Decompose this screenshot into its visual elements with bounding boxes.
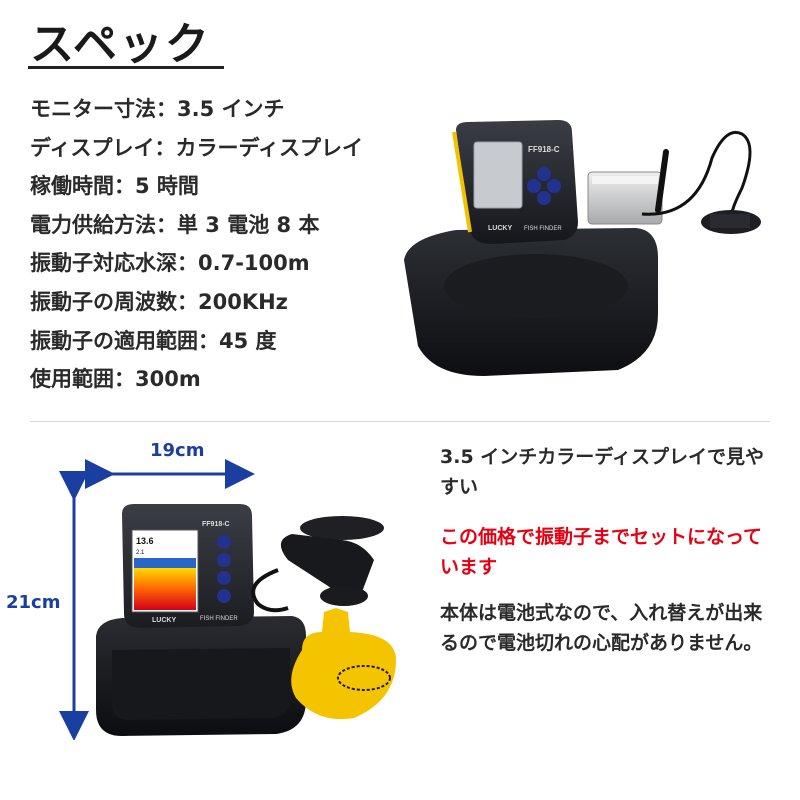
screen (473, 141, 523, 209)
spec-power: 電力供給方法：単 3 電池 8 本 (30, 212, 320, 237)
dimension-height-label: 21cm (6, 592, 61, 613)
description-1: 3.5 インチカラーディスプレイで見やすい (440, 446, 764, 498)
panel-label: FISH FINDER (200, 616, 238, 622)
spec-depth: 振動子対応水深：0.7-100m (30, 251, 310, 276)
description-2: この価格で振動子までセットになっています (440, 526, 763, 578)
page-title: スペック (30, 19, 211, 70)
transducer-mount (280, 534, 374, 595)
suction-cup (300, 516, 384, 540)
brand-label: LUCKY (152, 617, 176, 624)
antenna (655, 149, 669, 213)
product-image-bottom: 13.6 2.1 FF918-C LUCKY FISH FINDER (96, 504, 396, 736)
dimension-width-label: 19cm (150, 440, 205, 461)
spec-range: 使用範囲：300m (30, 367, 201, 392)
model-label: FF918-C (528, 145, 560, 154)
product-image-top: FF918-C LUCKY FISH FINDER (404, 120, 761, 376)
model-label: FF918-C (202, 521, 230, 528)
brand-label: LUCKY (488, 225, 512, 232)
spec-display: ディスプレイ：カラーディスプレイ (30, 135, 364, 160)
title-underline (28, 66, 224, 69)
panel-label: FISH FINDER (524, 226, 562, 232)
screen-temp-readout: 2.1 (136, 550, 145, 556)
spec-list: モニター寸法：3.5 インチ ディスプレイ：カラーディスプレイ 稼働時間：5 時… (30, 92, 363, 401)
description-3: 本体は電池式なので、入れ替えが出来るので電池切れの心配がありません。 (440, 602, 763, 654)
spec-frequency: 振動子の周波数：200KHz (30, 289, 288, 314)
spec-angle: 振動子の適用範囲：45 度 (30, 328, 277, 353)
section-divider (30, 421, 770, 422)
screen-depth-readout: 13.6 (136, 536, 154, 546)
spec-runtime: 稼働時間：5 時間 (30, 174, 199, 199)
spec-monitor-size: モニター寸法：3.5 インチ (30, 97, 285, 121)
transducer-float (291, 608, 396, 720)
dimension-arrows (59, 459, 255, 740)
